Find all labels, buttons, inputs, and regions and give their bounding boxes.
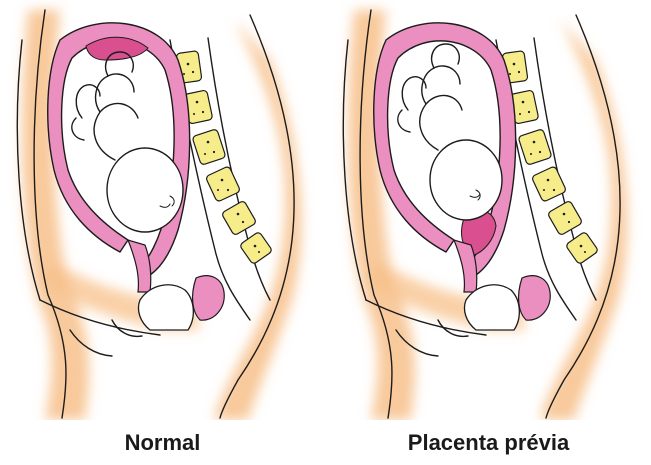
fetus (72, 52, 183, 232)
normal-anatomy-drawing (0, 0, 325, 420)
previa-anatomy-drawing (326, 0, 651, 420)
normal-illustration (0, 0, 325, 420)
caption-normal: Normal (0, 428, 325, 458)
placenta-previa-illustration (326, 0, 651, 420)
caption-placenta-previa: Placenta prévia (326, 428, 651, 458)
fetus (398, 44, 502, 220)
